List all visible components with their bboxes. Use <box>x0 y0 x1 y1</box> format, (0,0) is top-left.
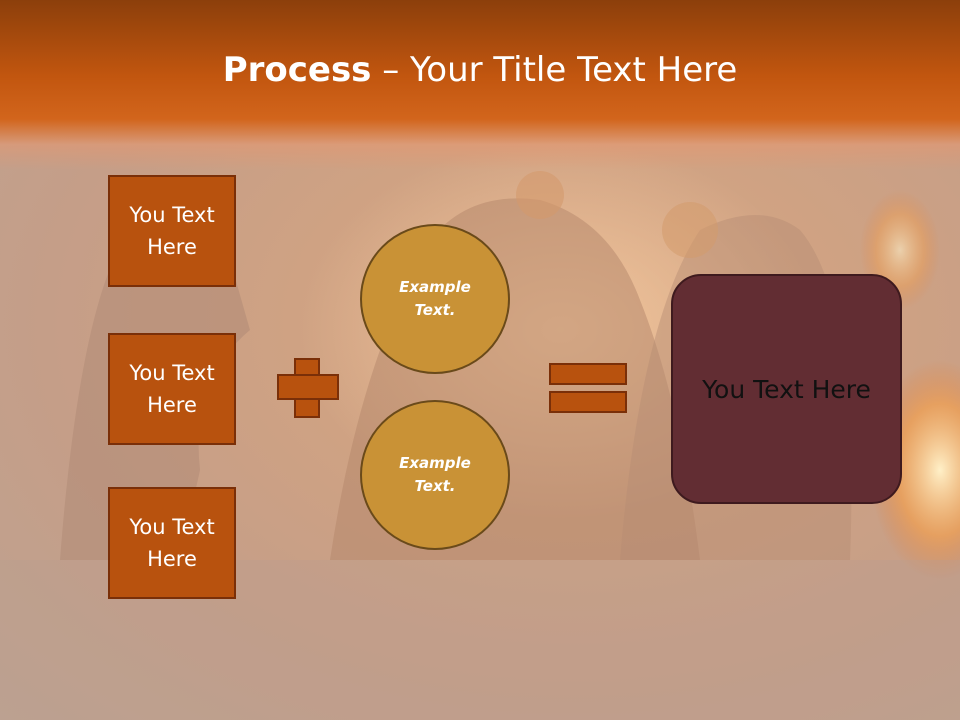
example-circle-1[interactable]: Example Text. <box>360 224 510 374</box>
title-bold: Process <box>222 50 372 90</box>
title-rest: – Your Title Text Here <box>371 50 738 90</box>
text-box-3[interactable]: You Text Here <box>108 487 236 599</box>
equals-bottom-bar <box>549 391 627 413</box>
equals-top-bar <box>549 363 627 385</box>
example-circle-2[interactable]: Example Text. <box>360 400 510 550</box>
result-box[interactable]: You Text Here <box>671 274 902 504</box>
slide-title[interactable]: Process – Your Title Text Here <box>0 50 960 90</box>
plus-center <box>296 376 318 398</box>
title-band <box>0 0 960 170</box>
text-box-2[interactable]: You Text Here <box>108 333 236 445</box>
text-box-1[interactable]: You Text Here <box>108 175 236 287</box>
